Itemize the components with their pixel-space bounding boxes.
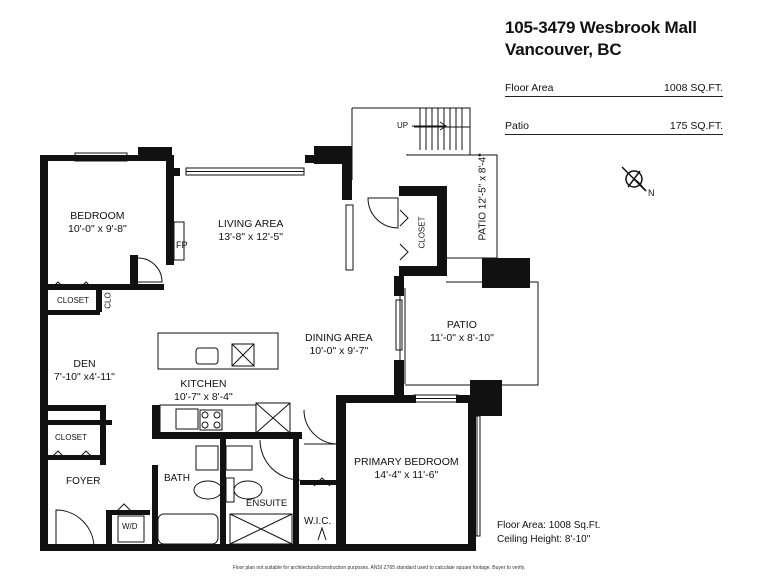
label-fp: FP: [176, 240, 188, 250]
fireplace: [173, 221, 185, 261]
door-bath: [259, 439, 301, 481]
label-ensuite: ENSUITE: [246, 498, 288, 509]
room-kitchen: KITCHEN 10'-7" x 8'-4": [174, 378, 233, 403]
room-living: LIVING AREA 13'-8" x 12'-5": [218, 218, 284, 243]
door-upper: [367, 197, 399, 229]
room-patio: PATIO 11'-0" x 8'-10": [430, 319, 494, 344]
shower: [229, 513, 293, 545]
door-bedroom: [137, 257, 163, 283]
label-wic: W.I.C.: [304, 516, 332, 527]
fridge: [255, 402, 291, 434]
compass-north: N: [648, 188, 655, 198]
label-closet-den: CLOSET: [55, 433, 88, 442]
room-bedroom: BEDROOM 10'-0" x 9'-8": [68, 210, 127, 235]
floor-area-value: 1008 SQ.FT.: [664, 82, 723, 94]
washer-dryer: [117, 515, 145, 543]
patio-area-label: Patio: [505, 120, 529, 132]
label-closet-bedroom: CLOSET: [57, 296, 90, 305]
label-clo: CLO: [103, 292, 113, 309]
room-den: DEN 7'-10" x4'-11": [54, 358, 115, 383]
patio-area-row: Patio 175 SQ.FT.: [505, 118, 723, 135]
label-wd: W/D: [122, 522, 138, 531]
kitchen-counter: [159, 404, 257, 434]
label-closet-upper: CLOSET: [417, 216, 427, 249]
room-primary-bedroom: PRIMARY BEDROOM 14'-4" x 11'-6": [354, 456, 459, 481]
floor-area-row: Floor Area 1008 SQ.FT.: [505, 80, 723, 97]
patio-area-value: 175 SQ.FT.: [669, 120, 723, 132]
door-primary: [303, 409, 339, 445]
room-upper-patio: PATIO 12'-5" x 8'-4": [477, 153, 489, 241]
stair-treads: [414, 108, 470, 150]
footer-floor-area: Floor Area: 1008 Sq.Ft.: [497, 520, 601, 531]
walls: [40, 146, 530, 551]
kitchen-island: [157, 332, 279, 370]
label-stair-up: UP: [397, 121, 409, 130]
footer-disclaimer: Floor plan not suitable for architectura…: [232, 565, 526, 571]
compass-icon: [621, 166, 647, 192]
address-line1: 105-3479 Wesbrook Mall: [505, 18, 697, 37]
label-foyer: FOYER: [66, 476, 101, 487]
floor-area-label: Floor Area: [505, 82, 554, 94]
address-line2: Vancouver, BC: [505, 40, 622, 59]
label-bath: BATH: [164, 473, 190, 484]
upper-patio-outline: [352, 107, 471, 156]
door-entry: [55, 509, 95, 549]
room-dining: DINING AREA 10'-0" x 9'-7": [305, 332, 373, 357]
upper-patio-right-wall: [446, 154, 498, 259]
footer-ceiling-height: Ceiling Height: 8'-10": [497, 534, 591, 545]
